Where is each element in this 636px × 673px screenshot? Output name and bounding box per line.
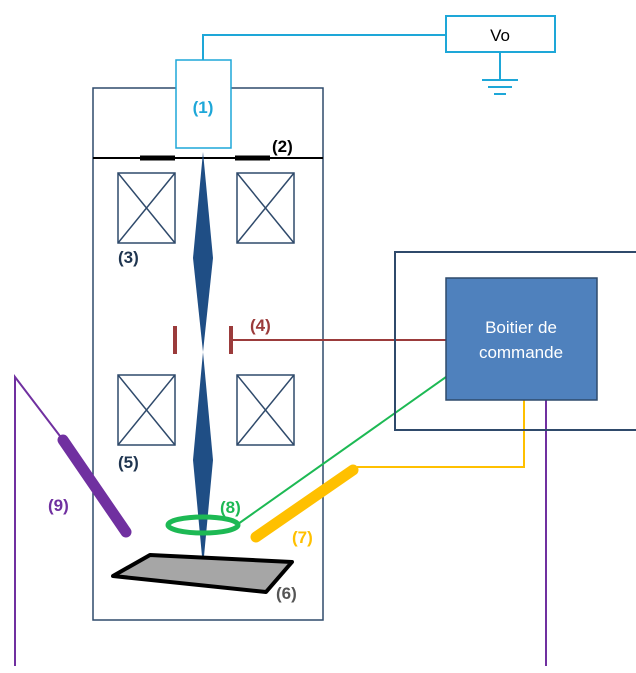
voltage-label: Vo (490, 26, 510, 45)
ring-detector (165, 514, 241, 536)
purple-detector-wire (14, 374, 64, 666)
ground-icon (482, 52, 518, 95)
column-frame (92, 87, 324, 621)
yellow-detector (250, 464, 359, 543)
lower-lens-label: (5) (118, 453, 139, 472)
source-wire (202, 34, 446, 60)
electron-beam-lower (193, 352, 213, 567)
objective-lens-right (236, 374, 295, 446)
yellow-detector-label: (7) (292, 528, 313, 547)
controller-label-line1: Boitier de (485, 318, 557, 337)
voltage-box (445, 15, 556, 53)
electron-beam-upper (193, 152, 213, 352)
sample (111, 553, 294, 594)
purple-detector (57, 434, 132, 538)
ring-detector-label: (8) (220, 498, 241, 517)
source-label: (1) (193, 98, 214, 117)
controller-frame (394, 251, 636, 431)
anode-label: (2) (272, 137, 293, 156)
controller-label-line2: commande (479, 343, 563, 362)
aperture-label: (4) (250, 316, 271, 335)
electron-source (175, 59, 232, 149)
controller-box (445, 277, 598, 401)
purple-detector-label: (9) (48, 496, 69, 515)
ring-detector-wire (237, 376, 447, 525)
upper-lens-label: (3) (118, 248, 139, 267)
yellow-detector-wire (357, 400, 525, 468)
condenser-lens-right (236, 172, 295, 244)
objective-lens-left (117, 374, 176, 446)
sample-label: (6) (276, 584, 297, 603)
condenser-lens-left (117, 172, 176, 244)
